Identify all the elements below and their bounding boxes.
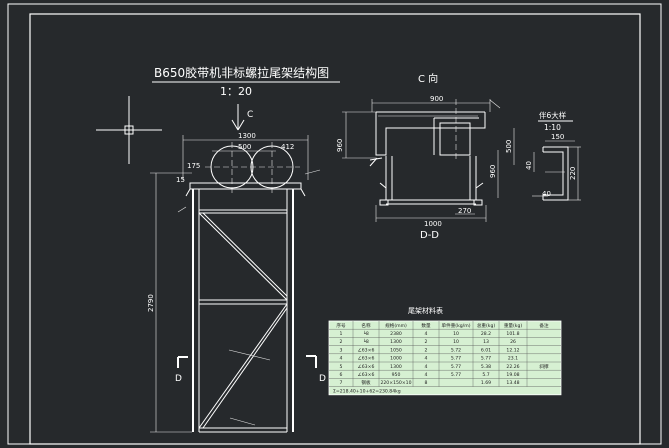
table-header-cell: 备注 [539, 322, 549, 329]
table-cell: 220×150×10 [380, 380, 411, 386]
table-cell: 1300 [390, 364, 402, 370]
drawing-scale: 1：20 [220, 85, 252, 98]
main-frame-elevation: 1300 500 412 175 15 [147, 132, 321, 433]
table-cell: 4 [340, 356, 343, 362]
table-cell: 19.08 [506, 372, 519, 378]
table-cell: 2 [425, 339, 428, 345]
table-cell: 22.26 [506, 364, 519, 370]
table-cell: 5.72 [451, 347, 461, 353]
dim-dd-small: 270 [458, 207, 471, 215]
table-cell: 3 [340, 347, 343, 353]
inner-frame [29, 13, 641, 445]
table-cell: 8 [425, 380, 428, 386]
table-cell: 950 [392, 372, 401, 378]
table-cell: 4 [425, 364, 428, 370]
table-header-cell: 名称 [361, 322, 371, 329]
table-cell: 1.69 [481, 380, 491, 386]
table-cell: ╘8 [363, 330, 369, 337]
dim-left-span: 500 [238, 143, 251, 151]
dim-sleeper-width: 150 [551, 133, 564, 141]
table-cell: 2 [425, 347, 428, 353]
dim-right-span: 412 [281, 143, 294, 151]
section-c-marker: C [231, 104, 253, 131]
table-cell: 1300 [390, 339, 402, 345]
table-cell: 13 [483, 339, 489, 345]
table-cell: ╘8 [363, 338, 369, 345]
dim-c-height-mid: 960 [489, 165, 497, 178]
table-cell: 28.2 [481, 331, 491, 337]
sleeper-detail: 伴6大样 1:10 150 220 40 40 [525, 110, 581, 201]
dim-top-width: 1300 [238, 132, 256, 140]
dim-height-total: 2790 [147, 294, 155, 312]
sleeper-title: 伴6大样 [539, 110, 567, 120]
table-header-cell: 序号 [336, 322, 346, 329]
table-cell: 23.1 [508, 356, 518, 362]
table-cell: 4 [425, 331, 428, 337]
table-cell: 2 [340, 339, 343, 345]
table-cell: 6.01 [481, 347, 491, 353]
table-header-cell: 重量(kg) [504, 322, 523, 329]
dim-sleeper-top: 40 [525, 161, 533, 170]
table-footer: Σ=218.40+10+62=230.84kg [333, 388, 401, 394]
dim-small-left: 15 [176, 176, 185, 184]
dim-sleeper-height: 220 [569, 167, 577, 180]
dim-dd-width: 1000 [424, 220, 442, 228]
table-cell: ∠63×6 [358, 356, 375, 362]
section-d-marker-left: D [175, 356, 188, 384]
table-header-cell: 规格(mm) [385, 322, 407, 329]
table-cell: 13.48 [506, 380, 519, 386]
table-cell: 26 [510, 339, 516, 345]
dim-top-left-offset: 175 [187, 162, 200, 170]
table-cell: ∠63×6 [358, 372, 375, 378]
table-cell: 10 [453, 339, 459, 345]
table-header-cell: 总重(kg) [477, 322, 496, 329]
table-cell: 1 [340, 331, 343, 337]
table-cell: 1000 [390, 356, 402, 362]
dim-c-height-left: 960 [336, 139, 344, 152]
table-cell: 5.77 [481, 356, 491, 362]
table-header-cell: 数量 [421, 322, 431, 329]
dim-c-height-right: 500 [505, 140, 513, 153]
table-cell: 5.77 [451, 372, 461, 378]
crosshair-cursor-icon [96, 96, 162, 164]
table-cell: 斜撑 [539, 363, 549, 370]
svg-text:C: C [247, 110, 253, 120]
table-cell: ∠63×6 [358, 347, 375, 353]
table-cell: 7 [340, 380, 343, 386]
table-header-cell: 单件重(kg/m) [442, 322, 471, 329]
table-cell: 4 [425, 372, 428, 378]
table-cell: 5.77 [451, 364, 461, 370]
table-cell: 钢板 [361, 379, 371, 386]
c-view-title: C 向 [418, 72, 438, 85]
dim-sleeper-left: 40 [542, 190, 551, 198]
dd-label: D-D [420, 230, 439, 241]
table-cell: 2380 [390, 331, 402, 337]
drawing-title: B650胶带机非标螺拉尾架结构图 [154, 65, 329, 80]
table-cell: 101.8 [506, 331, 519, 337]
c-view-drawing: C 向 900 960 500 960 [336, 72, 515, 241]
table-cell: 5 [340, 364, 343, 370]
table-cell: 5.38 [481, 364, 491, 370]
table-cell: 5.77 [451, 356, 461, 362]
table-cell: 10 [453, 331, 459, 337]
table-cell: 5.7 [482, 372, 489, 378]
table-cell: 4 [425, 356, 428, 362]
table-title: 尾架材料表 [408, 306, 443, 315]
dim-c-width: 900 [430, 95, 443, 103]
table-cell: 12.12 [506, 347, 519, 353]
sleeper-scale: 1:10 [544, 123, 561, 132]
section-d-marker-right: D [306, 355, 326, 384]
table-cell: 1050 [390, 347, 402, 353]
svg-text:D: D [319, 374, 326, 384]
table-cell: ∠63×6 [358, 364, 375, 370]
svg-text:D: D [175, 374, 182, 384]
table-cell: 6 [340, 372, 343, 378]
